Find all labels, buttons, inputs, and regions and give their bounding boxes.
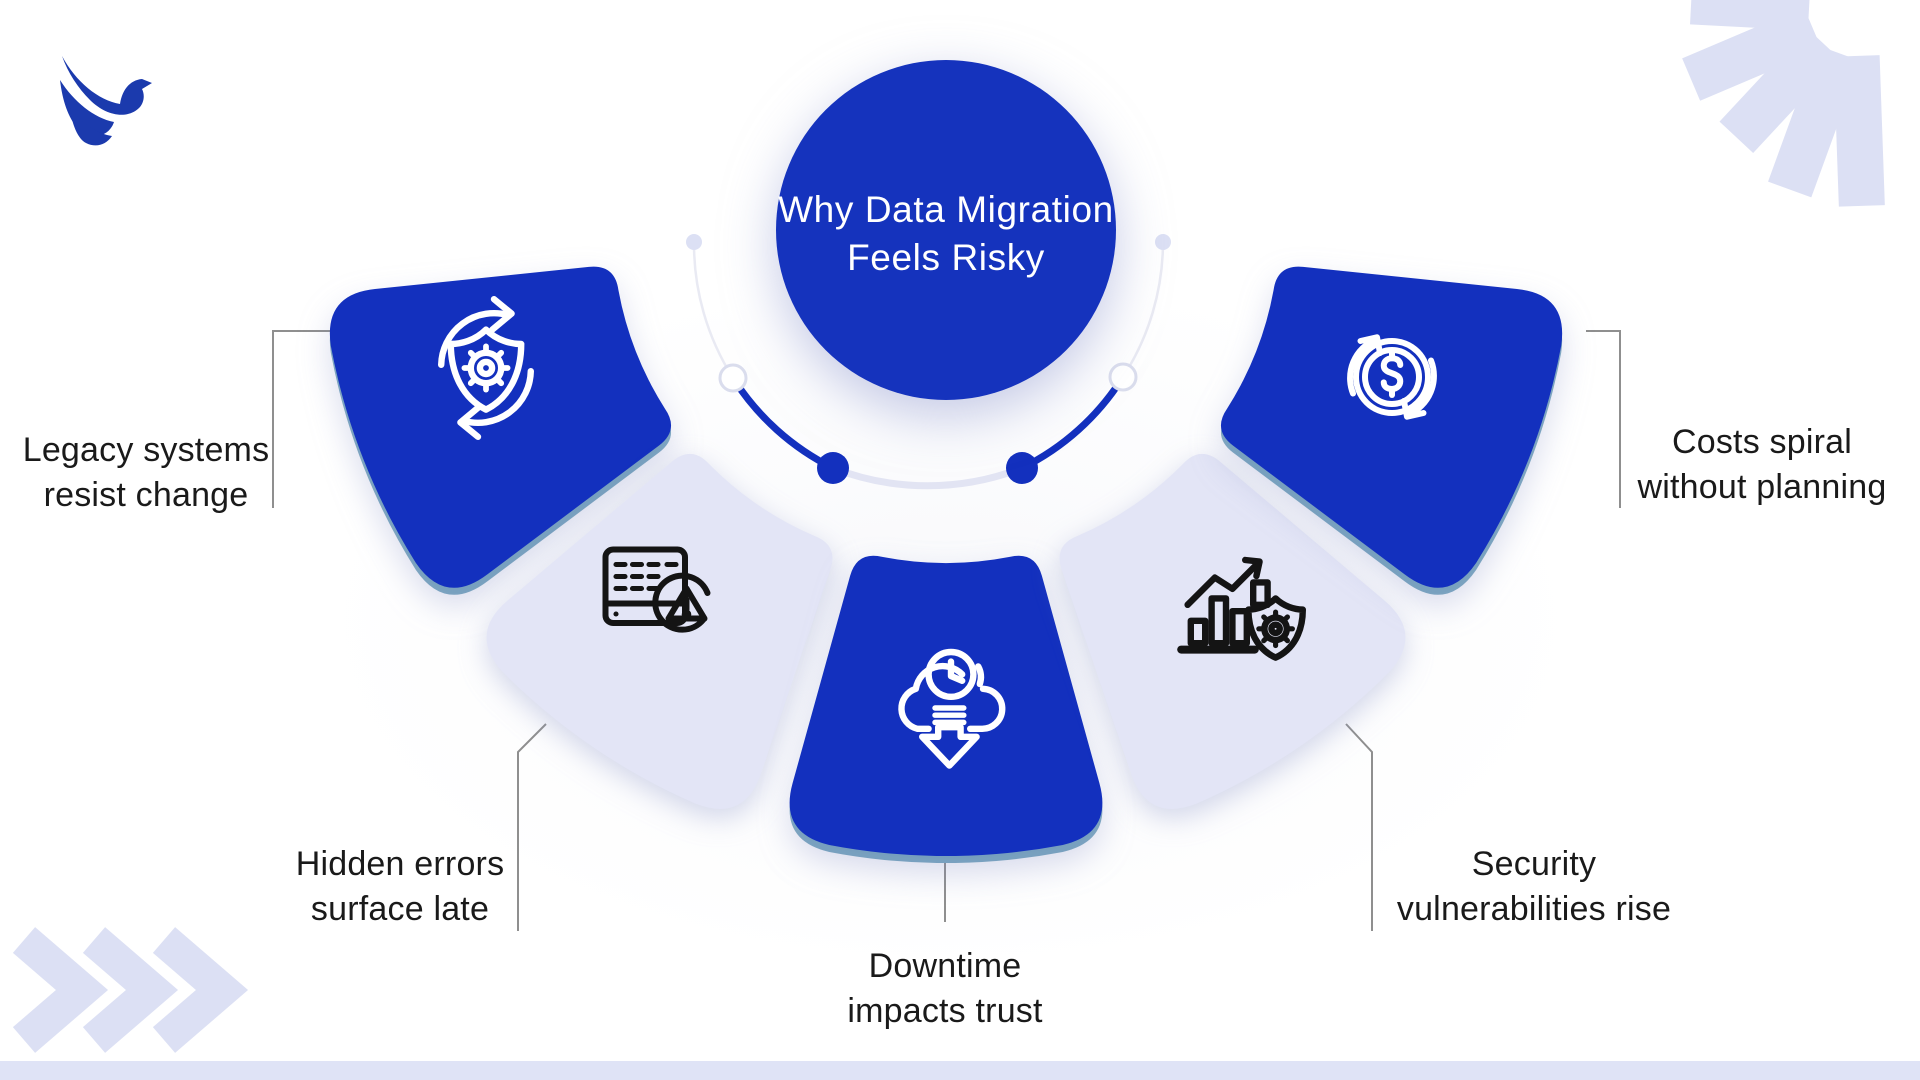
diagram-title: Why Data Migration Feels Risky (778, 189, 1114, 278)
arc-end-dot (686, 234, 702, 250)
phoenix-logo-icon (60, 56, 152, 146)
corner-rays-decoration (1682, 0, 1885, 207)
connector-security (1345, 723, 1373, 931)
petal-costs (1220, 266, 1563, 588)
arc-filled-node (817, 452, 849, 484)
connector-costs (1586, 330, 1621, 508)
connector-legacy (272, 330, 334, 508)
petal-label-downtime: Downtime impacts trust (847, 947, 1043, 1030)
connector-hidden-errors (517, 723, 547, 931)
arc-open-node (1108, 362, 1138, 392)
petal-hidden-errors (486, 453, 833, 809)
triple-chevron-decoration (12, 927, 249, 1053)
label-connectors (272, 330, 1621, 931)
arc-end-dot (1155, 234, 1171, 250)
petal-label-costs: Costs spiral without planning (1637, 423, 1887, 506)
arc-filled-node (1006, 452, 1038, 484)
arc-open-node (718, 363, 748, 393)
bottom-accent-bar (0, 1061, 1920, 1080)
orbit-arc (686, 234, 1171, 490)
petal-legacy (329, 266, 672, 588)
petal-group (329, 266, 1563, 856)
petal-label-hidden-errors: Hidden errors surface late (295, 845, 505, 928)
center-circle (776, 60, 1116, 400)
petal-label-security: Security vulnerabilities rise (1396, 845, 1672, 928)
petal-label-legacy: Legacy systems resist change (22, 431, 270, 514)
